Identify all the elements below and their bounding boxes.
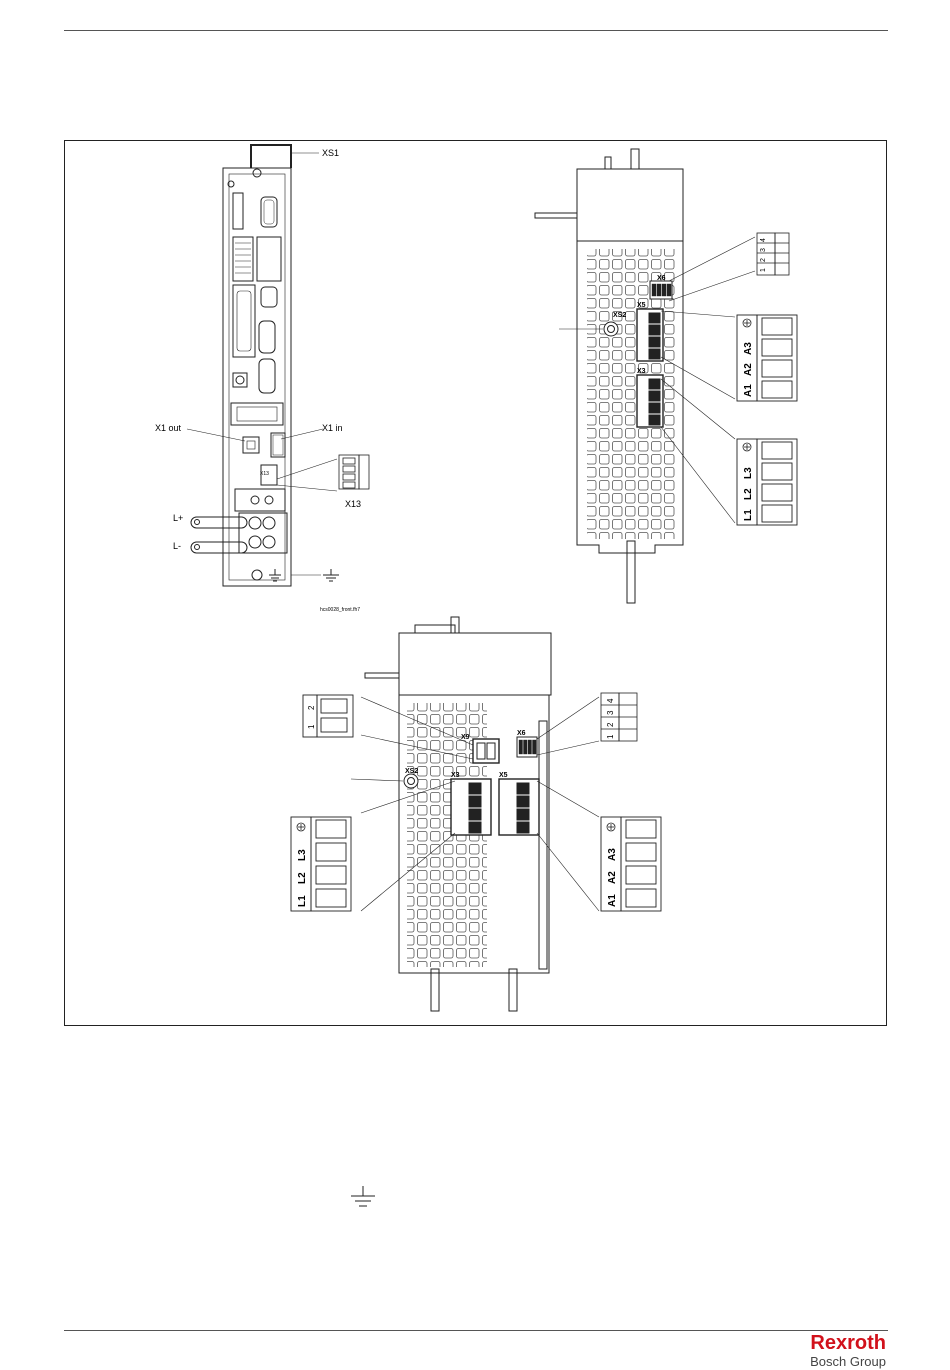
v2-x3-pins: L1 L2 L3	[743, 467, 754, 521]
v3-label-x9: X9	[461, 734, 470, 741]
v3-x3-pin: L3	[297, 849, 308, 861]
v2-x5-pin: A1	[743, 384, 754, 397]
v2-x5-pins: A1 A2 A3	[743, 342, 754, 397]
view3-device	[365, 617, 551, 1011]
view3-x9-plug	[303, 695, 353, 737]
v2-x6-pin: 3	[760, 248, 767, 252]
view2-device	[535, 149, 683, 603]
ground-icon	[323, 569, 339, 581]
v3-x6-pin: 3	[606, 710, 615, 715]
v3-label-x3: X3	[451, 772, 460, 779]
v3-x6-pin: 1	[606, 734, 615, 739]
v2-label-x5: X5	[637, 302, 646, 309]
brand-group: Bosch Group	[810, 1355, 886, 1368]
view1-leaders	[187, 153, 337, 575]
v3-label-xs2: XS2	[405, 768, 418, 775]
brand-name: Rexroth	[810, 1333, 886, 1353]
v3-x5-pin: A3	[607, 848, 618, 861]
v3-x3-pin: L2	[297, 872, 308, 884]
v3-x3-pins: L1 L2 L3	[297, 849, 308, 907]
v3-x6-pin: 2	[606, 722, 615, 727]
label-x1-in: X1 in	[322, 423, 343, 433]
top-rule	[64, 30, 888, 31]
v3-label-x5: X5	[499, 772, 508, 779]
label-lplus: L+	[173, 513, 183, 523]
view1-x13-plug	[339, 455, 369, 489]
v3-x9-pin: 1	[307, 724, 316, 729]
v3-label-x6: X6	[517, 730, 526, 737]
v3-x5-pin: A2	[607, 871, 618, 884]
ground-icon	[348, 1186, 378, 1212]
v2-label-x6: X6	[657, 275, 666, 282]
bottom-rule	[64, 1330, 888, 1331]
v2-x3-pin: L3	[743, 467, 754, 479]
label-x13: X13	[345, 499, 361, 509]
v2-x6-pin: 4	[760, 238, 767, 242]
label-x1-out: X1 out	[155, 423, 182, 433]
v2-label-x3: X3	[637, 368, 646, 375]
v2-x5-pin: A3	[743, 342, 754, 355]
v3-x6-pins: 1 2 3 4	[606, 698, 615, 739]
v2-x6-pin: 1	[760, 268, 767, 272]
v2-x5-pin: A2	[743, 363, 754, 376]
view1-device	[191, 145, 291, 586]
v3-x9-pins: 1 2	[307, 705, 316, 729]
file-label: hcs0028_front.fh7	[320, 607, 360, 613]
v3-x5-pin: A1	[607, 894, 618, 907]
device-front-view-figure: XS1 X1 out X1 in X13 X13 L+ L- hcs0028_f…	[64, 140, 887, 1026]
v2-label-xs2: XS2	[613, 312, 626, 319]
v2-x6-pin: 2	[760, 258, 767, 262]
v3-x5-pins: A1 A2 A3	[607, 848, 618, 907]
v2-x3-pin: L2	[743, 488, 754, 500]
v3-x9-pin: 2	[307, 705, 316, 710]
v3-x6-pin: 4	[606, 698, 615, 703]
label-lminus: L-	[173, 541, 181, 551]
brand-logo: Rexroth Bosch Group	[810, 1333, 886, 1368]
label-x13-small: X13	[260, 471, 269, 477]
v2-x3-pin: L1	[743, 509, 754, 521]
label-xs1: XS1	[322, 148, 339, 158]
figure-drawing: XS1 X1 out X1 in X13 X13 L+ L- hcs0028_f…	[65, 141, 888, 1027]
v3-x3-pin: L1	[297, 895, 308, 907]
